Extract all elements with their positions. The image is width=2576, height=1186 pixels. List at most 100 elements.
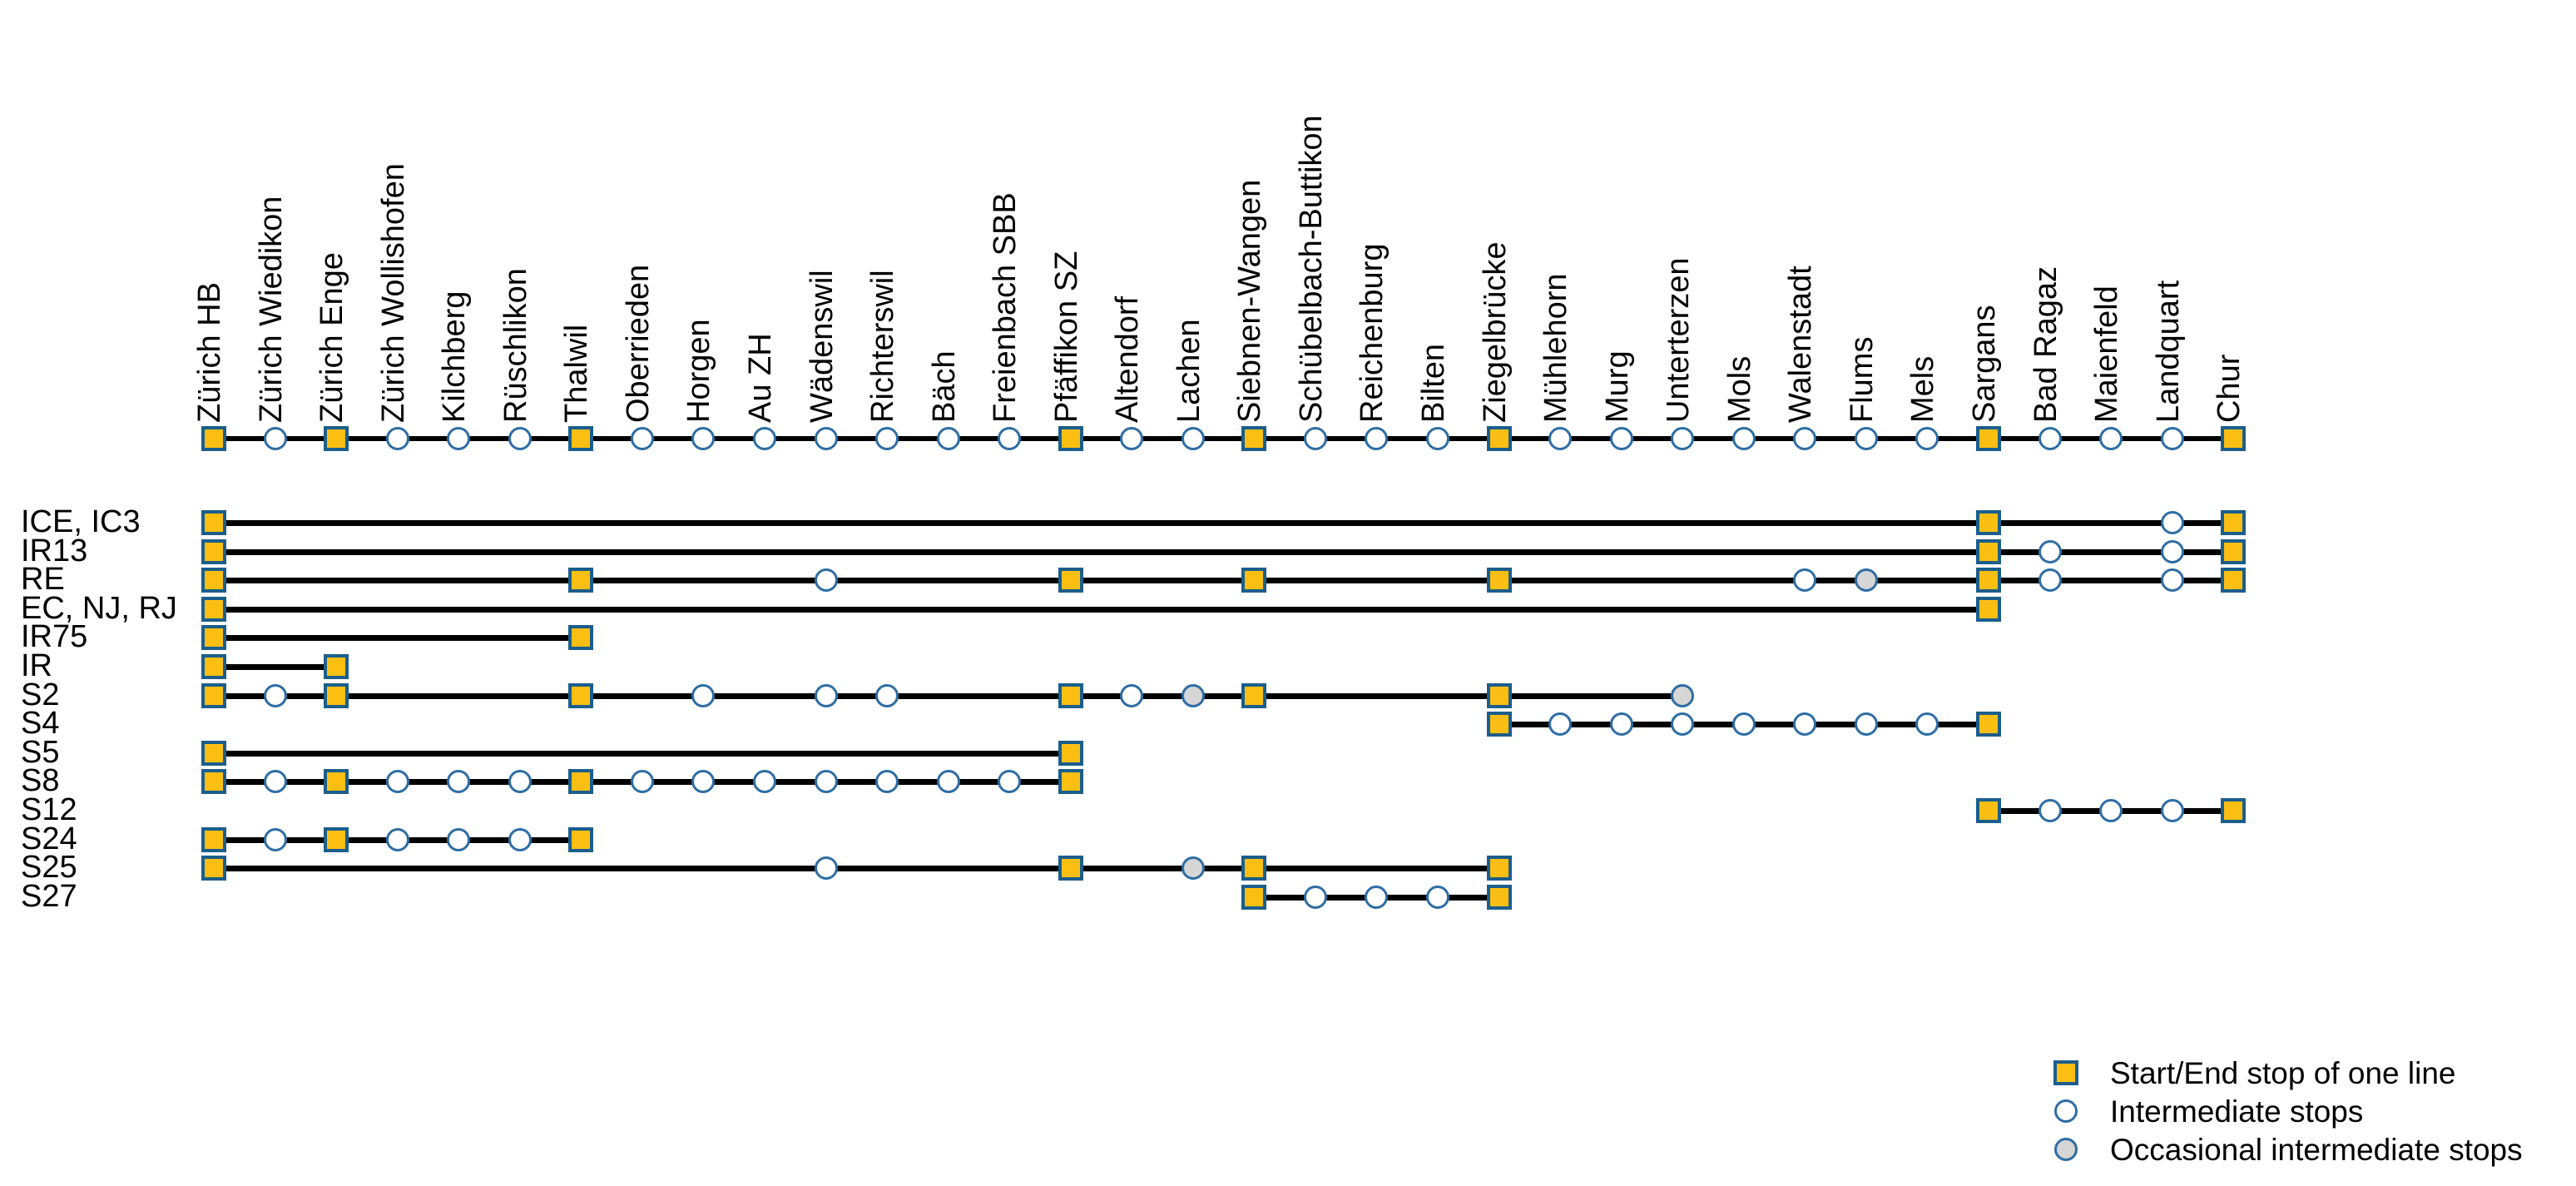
marker-square-ir-2[interactable] bbox=[324, 654, 349, 679]
marker-square-re-14[interactable] bbox=[1058, 568, 1083, 593]
marker-circle-axis-1[interactable] bbox=[263, 427, 287, 450]
marker-square-s2-0[interactable] bbox=[201, 683, 226, 708]
marker-circle-axis-7[interactable] bbox=[630, 427, 654, 450]
marker-circle-axis-3[interactable] bbox=[385, 427, 409, 450]
marker-square-s27-17[interactable] bbox=[1241, 885, 1267, 910]
marker-circle-s12-31[interactable] bbox=[2099, 799, 2123, 822]
marker-square-s25-14[interactable] bbox=[1058, 856, 1083, 881]
marker-circle-axis-5[interactable] bbox=[508, 427, 532, 450]
marker-circle-s24-3[interactable] bbox=[385, 828, 409, 851]
marker-circle-s12-30[interactable] bbox=[2038, 799, 2062, 822]
marker-circle-axis-9[interactable] bbox=[752, 427, 776, 450]
marker-circle-axis-25[interactable] bbox=[1731, 427, 1756, 450]
marker-square-s12-33[interactable] bbox=[2221, 798, 2247, 823]
marker-circle-axis-28[interactable] bbox=[1915, 427, 1939, 450]
marker-square-s2-2[interactable] bbox=[324, 683, 349, 708]
marker-square-axis-21[interactable] bbox=[1486, 426, 1512, 451]
marker-occasional-circle-s2-16[interactable] bbox=[1181, 684, 1205, 707]
marker-square-s2-14[interactable] bbox=[1058, 683, 1083, 708]
marker-circle-s12-32[interactable] bbox=[2160, 799, 2184, 822]
marker-circle-re-32[interactable] bbox=[2160, 568, 2184, 592]
marker-circle-s24-1[interactable] bbox=[263, 828, 287, 851]
marker-square-ice-ic3-33[interactable] bbox=[2221, 510, 2247, 535]
marker-square-s2-17[interactable] bbox=[1241, 683, 1267, 708]
marker-square-s2-21[interactable] bbox=[1486, 683, 1512, 708]
marker-circle-axis-26[interactable] bbox=[1793, 427, 1817, 450]
marker-circle-axis-18[interactable] bbox=[1303, 427, 1327, 450]
marker-circle-axis-23[interactable] bbox=[1609, 427, 1633, 450]
marker-circle-axis-11[interactable] bbox=[875, 427, 899, 450]
marker-circle-axis-8[interactable] bbox=[691, 427, 716, 450]
marker-circle-ir13-32[interactable] bbox=[2160, 540, 2184, 563]
marker-circle-s2-8[interactable] bbox=[691, 684, 716, 707]
marker-circle-axis-31[interactable] bbox=[2099, 427, 2123, 450]
marker-square-axis-17[interactable] bbox=[1241, 426, 1267, 451]
marker-circle-s4-27[interactable] bbox=[1854, 712, 1878, 736]
marker-circle-s24-5[interactable] bbox=[508, 828, 532, 851]
marker-circle-axis-10[interactable] bbox=[814, 427, 838, 450]
marker-square-s25-21[interactable] bbox=[1486, 856, 1512, 881]
marker-circle-s8-13[interactable] bbox=[998, 770, 1022, 793]
marker-circle-s8-7[interactable] bbox=[630, 770, 654, 793]
marker-square-ice-ic3-0[interactable] bbox=[201, 510, 226, 535]
marker-circle-s4-25[interactable] bbox=[1731, 712, 1756, 736]
marker-square-axis-6[interactable] bbox=[568, 426, 594, 451]
marker-circle-axis-19[interactable] bbox=[1365, 427, 1389, 450]
marker-circle-s8-4[interactable] bbox=[447, 770, 471, 793]
marker-square-axis-14[interactable] bbox=[1058, 426, 1083, 451]
marker-circle-axis-20[interactable] bbox=[1426, 427, 1449, 450]
marker-circle-s8-3[interactable] bbox=[385, 770, 409, 793]
marker-circle-s25-10[interactable] bbox=[814, 856, 838, 880]
marker-circle-s8-10[interactable] bbox=[814, 770, 838, 793]
marker-square-s8-6[interactable] bbox=[568, 769, 594, 794]
marker-square-re-29[interactable] bbox=[1975, 568, 2001, 593]
marker-square-ir13-33[interactable] bbox=[2221, 539, 2247, 564]
marker-circle-s8-8[interactable] bbox=[691, 770, 716, 793]
marker-square-axis-0[interactable] bbox=[201, 426, 226, 451]
marker-occasional-circle-re-27[interactable] bbox=[1854, 568, 1878, 592]
marker-circle-s4-24[interactable] bbox=[1671, 712, 1695, 736]
marker-square-s25-17[interactable] bbox=[1241, 856, 1267, 881]
marker-square-s12-29[interactable] bbox=[1975, 798, 2001, 823]
marker-circle-s24-4[interactable] bbox=[447, 828, 471, 851]
marker-square-re-33[interactable] bbox=[2221, 568, 2247, 593]
marker-circle-s4-22[interactable] bbox=[1548, 712, 1573, 736]
marker-square-s24-6[interactable] bbox=[568, 827, 594, 852]
marker-square-axis-29[interactable] bbox=[1975, 426, 2001, 451]
marker-square-ir13-29[interactable] bbox=[1975, 539, 2001, 564]
marker-square-re-6[interactable] bbox=[568, 568, 594, 593]
marker-circle-s4-28[interactable] bbox=[1915, 712, 1939, 736]
marker-circle-re-30[interactable] bbox=[2038, 568, 2062, 592]
marker-circle-s27-20[interactable] bbox=[1426, 886, 1449, 909]
marker-circle-s2-15[interactable] bbox=[1120, 684, 1144, 707]
marker-circle-s4-23[interactable] bbox=[1609, 712, 1633, 736]
marker-circle-s27-18[interactable] bbox=[1303, 886, 1327, 909]
marker-square-s27-21[interactable] bbox=[1486, 885, 1512, 910]
marker-square-ir75-0[interactable] bbox=[201, 625, 226, 650]
marker-circle-s27-19[interactable] bbox=[1365, 886, 1389, 909]
marker-circle-ice-ic3-32[interactable] bbox=[2160, 511, 2184, 534]
marker-square-s5-14[interactable] bbox=[1058, 741, 1083, 766]
marker-square-s8-14[interactable] bbox=[1058, 769, 1083, 794]
marker-circle-s8-5[interactable] bbox=[508, 770, 532, 793]
marker-square-ir75-6[interactable] bbox=[568, 625, 594, 650]
marker-circle-axis-32[interactable] bbox=[2160, 427, 2184, 450]
marker-circle-s4-26[interactable] bbox=[1793, 712, 1817, 736]
marker-square-ec-nj-rj-29[interactable] bbox=[1975, 597, 2001, 622]
marker-square-axis-2[interactable] bbox=[324, 426, 349, 451]
marker-circle-axis-15[interactable] bbox=[1120, 427, 1144, 450]
marker-square-re-21[interactable] bbox=[1486, 568, 1512, 593]
marker-occasional-circle-s25-16[interactable] bbox=[1181, 856, 1205, 880]
marker-occasional-circle-s2-24[interactable] bbox=[1671, 684, 1695, 707]
marker-square-s2-6[interactable] bbox=[568, 683, 594, 708]
marker-square-ir13-0[interactable] bbox=[201, 539, 226, 564]
marker-circle-s2-11[interactable] bbox=[875, 684, 899, 707]
marker-circle-axis-4[interactable] bbox=[447, 427, 471, 450]
marker-square-ec-nj-rj-0[interactable] bbox=[201, 597, 226, 622]
marker-circle-axis-30[interactable] bbox=[2038, 427, 2062, 450]
marker-circle-axis-24[interactable] bbox=[1671, 427, 1695, 450]
marker-square-s8-0[interactable] bbox=[201, 769, 226, 794]
marker-square-re-0[interactable] bbox=[201, 568, 226, 593]
marker-square-ice-ic3-29[interactable] bbox=[1975, 510, 2001, 535]
marker-circle-axis-22[interactable] bbox=[1548, 427, 1573, 450]
